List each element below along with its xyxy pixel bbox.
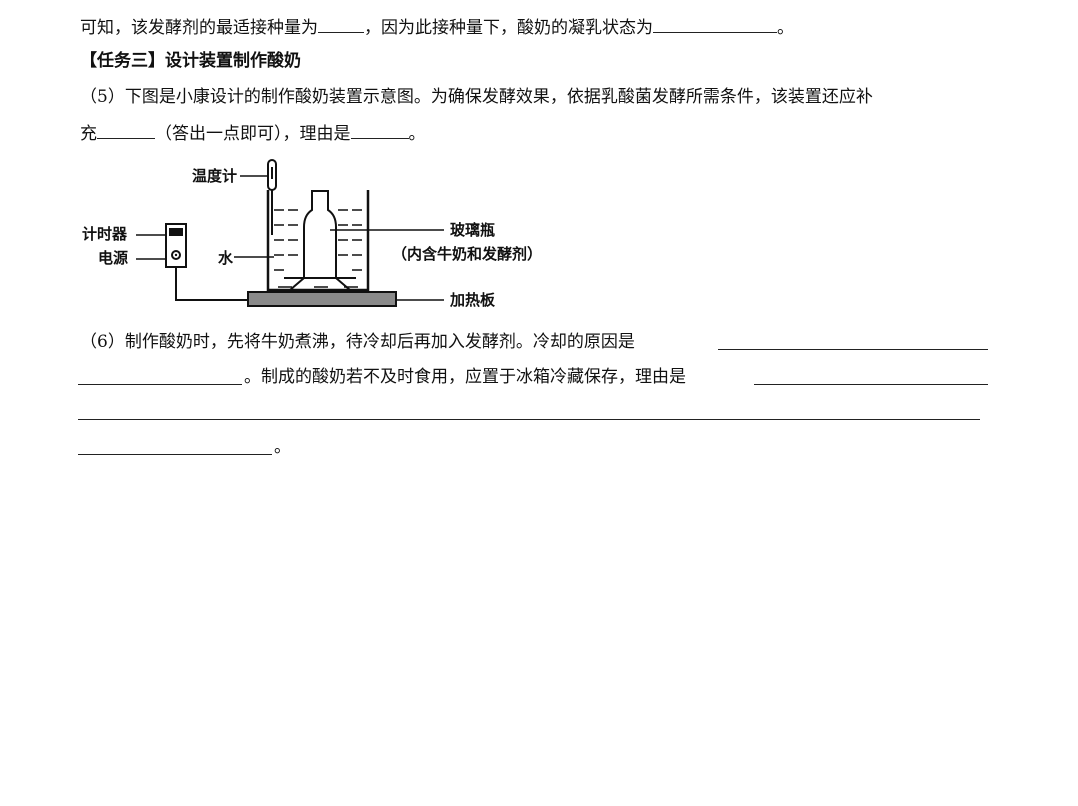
label-glass-bottle: 玻璃瓶	[450, 221, 495, 239]
label-power: 电源	[98, 249, 128, 267]
label-timer: 计时器	[82, 225, 128, 243]
text-line-1: 可知，该发酵剂的最适接种量为 ，因为此接种量下，酸奶的凝乳状态为 。	[80, 15, 794, 39]
q5-line-1: （5）下图是小康设计的制作酸奶装置示意图。为确保发酵效果，依据乳酸菌发酵所需条件…	[80, 87, 873, 107]
answer-blank-5[interactable]	[718, 349, 988, 350]
q5-part-b3: 。	[408, 124, 426, 144]
q5-part-b1: 充	[80, 124, 97, 144]
line1-part-b: ，因为此接种量下，酸奶的凝乳状态为	[364, 18, 653, 38]
label-heating-plate: 加热板	[449, 291, 496, 309]
q5-line-2: 充 （答出一点即可），理由是 。	[80, 121, 426, 145]
answer-blank-4[interactable]	[350, 121, 409, 139]
power-wire	[175, 267, 248, 301]
water-level-marks	[274, 209, 362, 288]
label-bottle-contents: （内含牛奶和发酵剂）	[392, 245, 542, 263]
line1-part-c: 。	[777, 18, 794, 38]
answer-blank-6-end[interactable]	[78, 454, 272, 455]
q5-part-b2: （答出一点即可），理由是	[155, 124, 351, 144]
yogurt-apparatus-diagram: 温度计 计时器 电源 水 玻璃瓶 （内含牛奶和发酵剂） 加热板	[82, 159, 542, 309]
thermometer	[267, 159, 277, 235]
answer-blank-6[interactable]	[754, 384, 988, 385]
answer-blank-5-cont[interactable]	[78, 384, 242, 385]
q6-line-2: 。制成的酸奶若不及时食用，应置于冰箱冷藏保存，理由是	[244, 367, 686, 387]
heating-plate	[247, 291, 397, 307]
line1-part-a: 可知，该发酵剂的最适接种量为	[80, 18, 318, 38]
timer-power-box	[165, 223, 187, 268]
label-thermometer: 温度计	[192, 167, 237, 185]
answer-blank-1[interactable]	[318, 15, 364, 33]
glass-bottle	[303, 190, 337, 277]
answer-blank-3[interactable]	[97, 121, 155, 139]
bottle-stand	[284, 277, 356, 291]
q6-line-end: 。	[274, 437, 291, 457]
answer-blank-6-cont[interactable]	[78, 419, 980, 420]
label-water: 水	[218, 249, 234, 267]
q6-line-1: （6）制作酸奶时，先将牛奶煮沸，待冷却后再加入发酵剂。冷却的原因是	[80, 332, 635, 352]
label-leaders	[136, 175, 444, 301]
beaker	[266, 190, 370, 292]
task3-heading: 【任务三】设计装置制作酸奶	[80, 51, 301, 71]
answer-blank-2[interactable]	[653, 15, 777, 33]
